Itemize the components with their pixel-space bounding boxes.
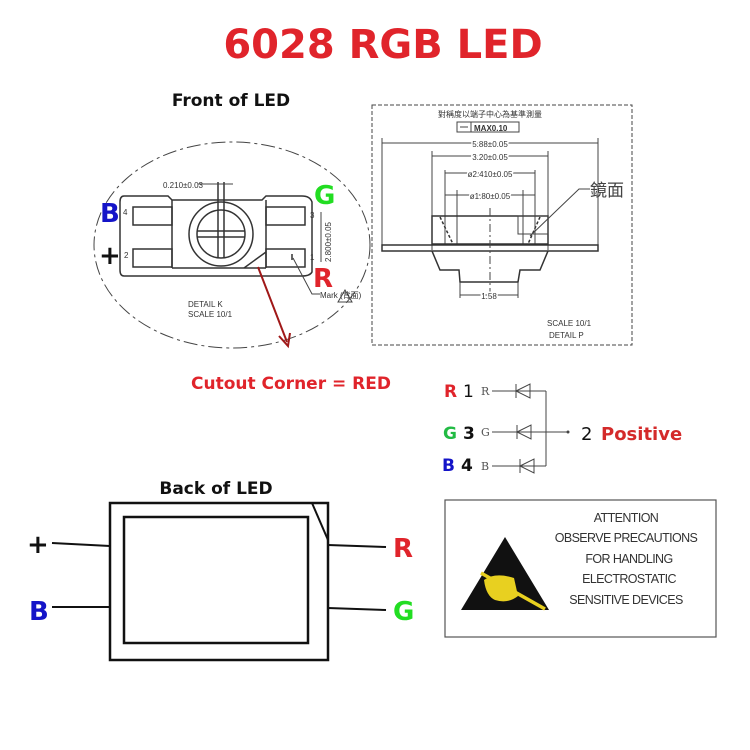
diode-schematic bbox=[492, 383, 570, 474]
front-label-g: G bbox=[314, 181, 335, 211]
dim-top: 0.210±0.03 bbox=[163, 181, 204, 190]
schem-pin-4: 4 bbox=[461, 456, 473, 476]
schem-b: B bbox=[442, 456, 455, 476]
attention-line-2: FOR HANDLING bbox=[585, 552, 672, 566]
dim-1-80: ø1.80±0.05 bbox=[470, 192, 511, 201]
back-label-b: B bbox=[29, 597, 49, 627]
dim-3-20: 3.20±0.05 bbox=[472, 153, 508, 162]
detail-k: DETAIL K bbox=[188, 300, 223, 309]
attention-line-1: OBSERVE PRECAUTIONS bbox=[555, 531, 698, 545]
front-label-plus: + bbox=[99, 241, 121, 271]
schem-label-r: R bbox=[481, 385, 490, 398]
schem-positive: Positive bbox=[601, 424, 682, 445]
tolerance: MAX0.10 bbox=[474, 124, 508, 133]
mark-label: Mark (背面) bbox=[320, 290, 362, 300]
attention-title: ATTENTION bbox=[594, 511, 659, 525]
pad-1: 1 bbox=[310, 253, 315, 262]
mirror-label: 鏡面 bbox=[590, 181, 624, 201]
back-label-g: G bbox=[393, 597, 414, 627]
front-heading: Front of LED bbox=[172, 91, 290, 111]
schem-label-g: G bbox=[481, 426, 490, 439]
schem-pin-3: 3 bbox=[463, 424, 475, 444]
detail-p-scale: SCALE 10/1 bbox=[547, 319, 592, 328]
page-title: 6028 RGB LED bbox=[223, 22, 542, 68]
attention-line-4: SENSITIVE DEVICES bbox=[569, 593, 683, 607]
attention-box bbox=[444, 499, 717, 638]
front-label-r: R bbox=[313, 264, 333, 294]
schem-label-b: B bbox=[481, 460, 489, 473]
schem-r: R bbox=[444, 382, 457, 402]
detail-k-scale: SCALE 10/1 bbox=[188, 310, 233, 319]
dim-5-88: 5.88±0.05 bbox=[472, 140, 508, 149]
front-drawing bbox=[93, 141, 371, 349]
schem-pin-2: 2 bbox=[581, 424, 592, 445]
diode-icon bbox=[518, 458, 535, 474]
dim-1-58: 1.58 bbox=[481, 292, 497, 301]
back-drawing bbox=[51, 501, 387, 662]
esd-warning-icon bbox=[461, 537, 549, 611]
back-heading: Back of LED bbox=[159, 479, 272, 499]
diode-icon bbox=[514, 383, 531, 399]
attention-line-3: ELECTROSTATIC bbox=[582, 572, 676, 586]
pad-2: 2 bbox=[124, 251, 129, 260]
cutout-note: Cutout Corner = RED bbox=[191, 374, 391, 394]
schem-pin-1: 1 bbox=[463, 382, 474, 402]
back-label-r: R bbox=[393, 534, 413, 564]
pad-3: 3 bbox=[310, 211, 315, 220]
cutout-arrow-icon bbox=[257, 266, 291, 349]
diode-icon bbox=[515, 424, 532, 440]
detail-p-drawing bbox=[371, 104, 633, 346]
dim-side: 2.800±0.05 bbox=[324, 221, 333, 262]
back-label-plus: + bbox=[27, 530, 49, 560]
detail-p-note: 對稱度以端子中心為基準測量 bbox=[438, 109, 542, 119]
detail-p-label: DETAIL P bbox=[549, 331, 584, 340]
dim-2-410: ø2.410±0.05 bbox=[468, 170, 513, 179]
front-label-b: B bbox=[100, 199, 120, 229]
pad-4: 4 bbox=[123, 208, 128, 217]
schem-g: G bbox=[443, 424, 457, 444]
